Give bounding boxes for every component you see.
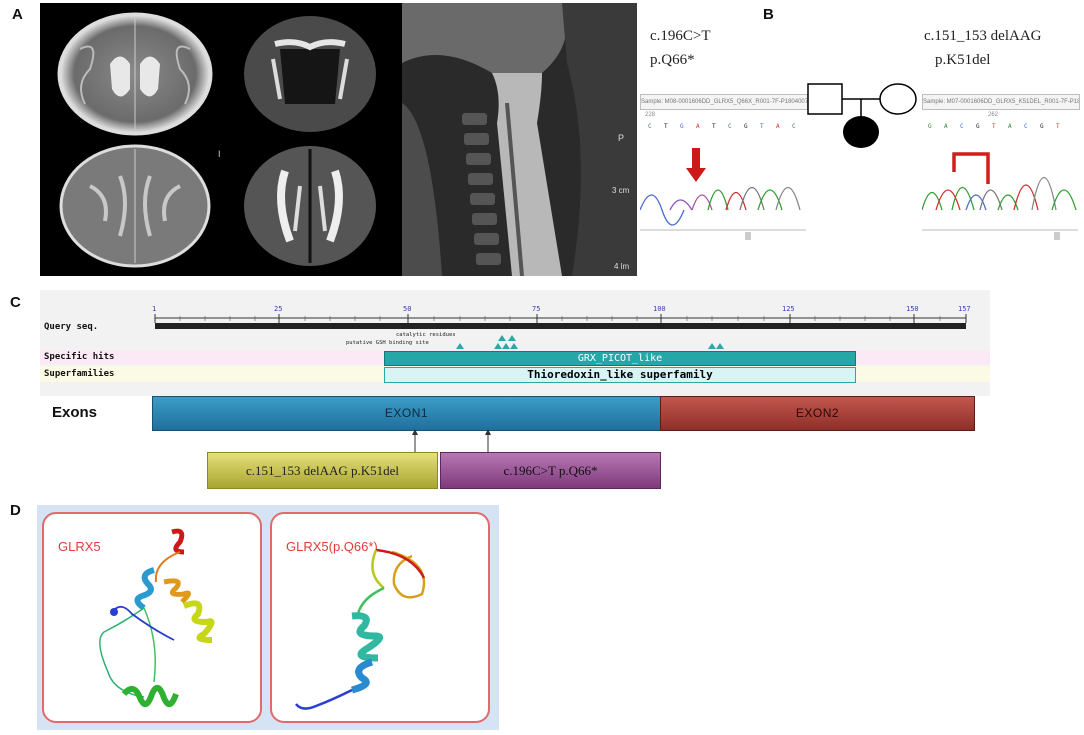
tick-1: 1 bbox=[152, 305, 157, 313]
svg-text:G: G bbox=[680, 123, 684, 130]
tick-25: 25 bbox=[274, 305, 283, 313]
mri-side-label-1: P bbox=[618, 133, 625, 143]
mri-axial-dwi-lower bbox=[244, 146, 376, 266]
svg-text:G: G bbox=[744, 123, 748, 130]
mri-side-label-2: 3 cm bbox=[612, 186, 630, 195]
tick-100: 100 bbox=[653, 305, 666, 313]
catalytic-residues-label: catalytic residues bbox=[396, 332, 456, 338]
svg-text:G: G bbox=[1040, 123, 1044, 130]
svg-text:A: A bbox=[696, 123, 700, 130]
pedigree-mother bbox=[879, 83, 917, 115]
mri-panel: I P 3 cm 4 lm bbox=[40, 3, 637, 276]
right-mutation-line1: c.151_153 delAAG bbox=[924, 28, 1042, 44]
tick-75: 75 bbox=[532, 305, 541, 313]
mutant-title: GLRX5(p.Q66*) bbox=[286, 539, 378, 554]
query-sequence-bar bbox=[155, 323, 966, 329]
site-markers bbox=[456, 335, 724, 349]
svg-text:A: A bbox=[776, 123, 780, 130]
grx-picot-like-domain: GRX_PICOT_like bbox=[384, 351, 856, 366]
mutant-protein-ribbon bbox=[295, 548, 426, 710]
svg-text:A: A bbox=[1008, 123, 1012, 130]
tick-125: 125 bbox=[782, 305, 795, 313]
pedigree-affected-child bbox=[843, 116, 879, 148]
thioredoxin-superfamily-domain: Thioredoxin_like superfamily bbox=[384, 367, 856, 383]
svg-text:C: C bbox=[728, 123, 732, 130]
svg-text:G: G bbox=[928, 123, 932, 130]
mutant-structure-box: GLRX5(p.Q66*) bbox=[270, 512, 490, 723]
svg-text:T: T bbox=[1056, 123, 1060, 130]
tick-150: 150 bbox=[906, 305, 919, 313]
mri-axial-t2-upper bbox=[57, 12, 213, 136]
svg-text:C: C bbox=[792, 123, 796, 130]
svg-text:G: G bbox=[976, 123, 980, 130]
mri-sagittal bbox=[402, 3, 637, 276]
dwi-marker: I bbox=[218, 149, 221, 159]
pedigree-father bbox=[807, 83, 843, 115]
wildtype-title: GLRX5 bbox=[58, 539, 101, 554]
right-sequence-header: Sample: M07-0001606DD_GLRX5_K51DEL_R001-… bbox=[922, 94, 1080, 110]
superfamilies-label: Superfamilies bbox=[44, 369, 115, 379]
exon2-bar: EXON2 bbox=[660, 396, 975, 431]
svg-text:C: C bbox=[1024, 123, 1028, 130]
panel-letter-b: B bbox=[763, 6, 774, 23]
right-base-number: 262 bbox=[988, 112, 999, 118]
svg-text:T: T bbox=[664, 123, 668, 130]
gsh-binding-site-label: putative GSH binding site bbox=[346, 340, 429, 346]
pedigree bbox=[807, 83, 917, 148]
query-ruler bbox=[154, 314, 967, 323]
mutation-arrow-shaft bbox=[692, 148, 700, 170]
svg-text:T: T bbox=[760, 123, 764, 130]
wildtype-protein-ribbon bbox=[99, 528, 215, 707]
left-sequence-header: Sample: M08-0001606DD_GLRX5_Q66X_R001-7F… bbox=[640, 94, 808, 110]
exons-label: Exons bbox=[52, 404, 98, 421]
left-mutation-line2: p.Q66* bbox=[650, 52, 695, 68]
left-mutation-line1: c.196C>T bbox=[650, 28, 711, 44]
svg-text:T: T bbox=[712, 123, 716, 130]
right-mutation-line2: p.K51del bbox=[935, 52, 991, 68]
panel-letter-c: C bbox=[10, 294, 21, 311]
svg-text:C: C bbox=[960, 123, 964, 130]
deletion-bracket bbox=[952, 152, 990, 184]
mri-side-label-3: 4 lm bbox=[614, 262, 630, 271]
mri-axial-dwi-upper bbox=[244, 16, 376, 132]
exon1-bar: EXON1 bbox=[152, 396, 661, 431]
svg-text:C: C bbox=[648, 123, 652, 130]
tick-157: 157 bbox=[958, 305, 971, 313]
wildtype-structure-box: GLRX5 bbox=[42, 512, 262, 723]
mutation-k51del-box: c.151_153 delAAG p.K51del bbox=[207, 452, 438, 489]
mutation-arrow-head bbox=[686, 168, 706, 182]
specific-hits-label: Specific hits bbox=[44, 352, 115, 362]
left-base-number: 228 bbox=[645, 112, 656, 118]
mutation-position-arrows bbox=[412, 429, 491, 452]
tick-50: 50 bbox=[403, 305, 412, 313]
mri-axial-t2-lower bbox=[59, 144, 211, 268]
svg-text:A: A bbox=[944, 123, 948, 130]
panel-letter-a: A bbox=[12, 6, 23, 23]
panel-letter-d: D bbox=[10, 502, 21, 519]
svg-text:T: T bbox=[992, 123, 996, 130]
query-seq-label: Query seq. bbox=[44, 322, 99, 332]
mutation-q66-box: c.196C>T p.Q66* bbox=[440, 452, 661, 489]
